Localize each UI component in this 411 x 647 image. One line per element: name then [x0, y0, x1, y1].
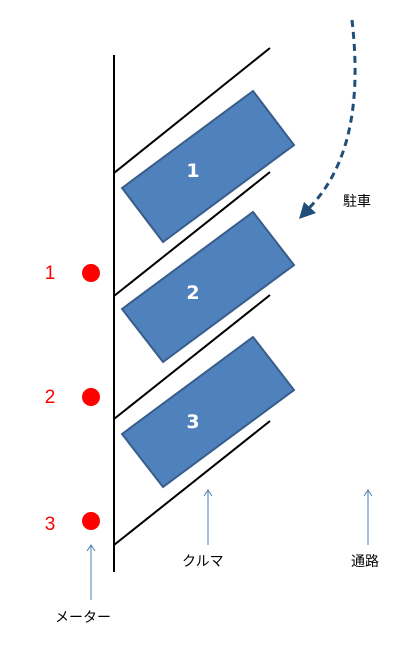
meter-1: 1: [45, 263, 100, 284]
stall-line-2: [113, 171, 271, 297]
stall-line-4: [113, 420, 271, 546]
car-3-shape: [120, 335, 296, 489]
stall-lines: [113, 47, 271, 546]
car-2-label: 2: [186, 282, 199, 304]
car-1: 1: [120, 89, 296, 244]
aisle-pointer-head: [363, 489, 373, 497]
car-1-shape: [120, 89, 296, 244]
meter-label: メーター: [55, 610, 111, 626]
meter-2-label: 2: [45, 387, 56, 408]
car-2: 2: [120, 210, 296, 364]
car-1-label: 1: [186, 160, 199, 182]
stall-line-3: [113, 294, 271, 420]
pointer-arrows: [86, 489, 373, 600]
car-2-shape: [120, 210, 296, 364]
car-pointer-head: [203, 489, 213, 497]
meter-2: 2: [45, 387, 100, 408]
meter-3-dot: [82, 512, 100, 530]
aisle-label: 通路: [351, 554, 379, 570]
meter-2-dot: [82, 388, 100, 406]
parking-arrow: [303, 19, 357, 214]
car-3: 3: [120, 335, 296, 489]
meter-1-dot: [82, 264, 100, 282]
car-3-label: 3: [186, 411, 199, 433]
parking-arrow-head: [299, 202, 316, 219]
car-label: クルマ: [182, 554, 224, 570]
meter-3-label: 3: [45, 514, 56, 535]
meter-3: 3: [45, 512, 100, 535]
meter-1-label: 1: [45, 263, 56, 284]
parking-label: 駐車: [343, 193, 371, 210]
meter-pointer-head: [86, 544, 96, 552]
stall-line-1: [113, 47, 271, 174]
